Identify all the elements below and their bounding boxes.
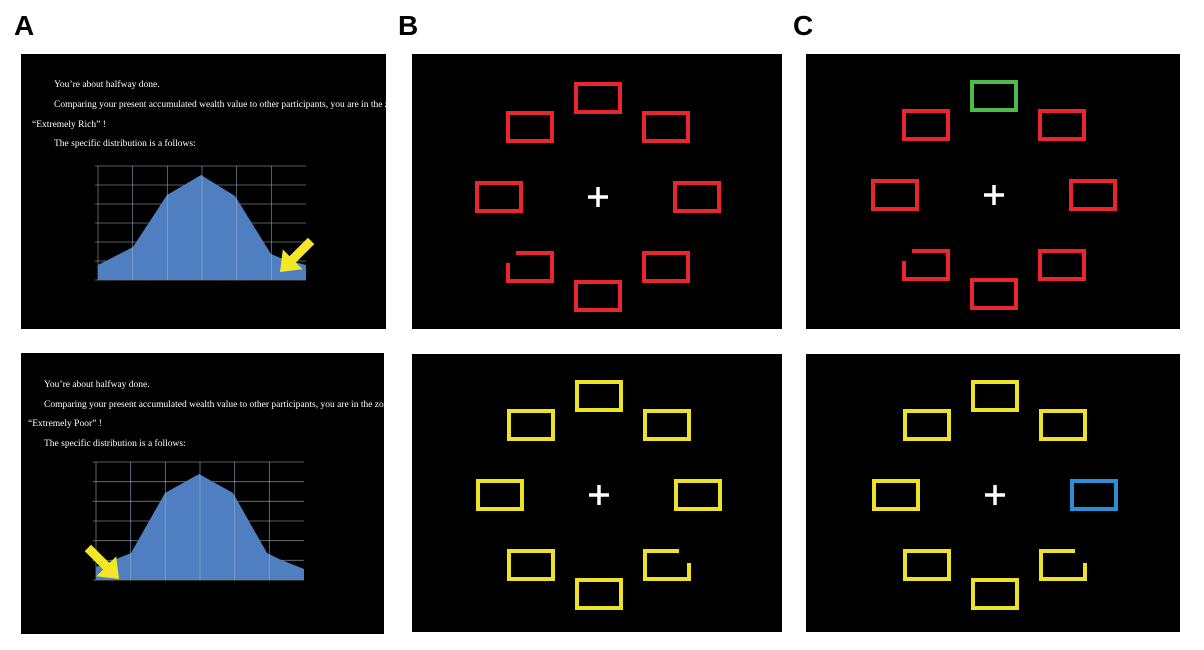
distribution-plot (95, 165, 315, 281)
panel-label-c: C (793, 10, 814, 41)
search-item-upper-left (507, 409, 555, 441)
search-item-lower-right-gapped (1039, 549, 1087, 581)
search-item-lower-right (1038, 249, 1086, 281)
feedback-line-zone: “Extremely Rich” ! (32, 120, 106, 130)
search-array (476, 380, 722, 610)
pointer-arrow-icon (280, 237, 315, 272)
panel-label-b: B (398, 10, 419, 41)
search-item-lower-left-gapped (902, 249, 950, 281)
search-item-lower-right (642, 251, 690, 283)
search-item-upper-left (902, 109, 950, 141)
search-item-right (673, 181, 721, 213)
search-item-bottom (574, 280, 622, 312)
search-array (871, 80, 1117, 310)
search-item-bottom (970, 278, 1018, 310)
search-item-right (674, 479, 722, 511)
distribution-plot (84, 461, 304, 581)
search-item-right (1069, 179, 1117, 211)
search-item-top (575, 380, 623, 412)
search-item-lower-left (903, 549, 951, 581)
search-item-upper-left (506, 111, 554, 143)
search-item-top (574, 82, 622, 114)
feedback-line-progress: You’re about halfway done. (54, 80, 160, 90)
feedback-line-comparison: Comparing your present accumulated wealt… (44, 400, 384, 410)
search-item-upper-right (1038, 109, 1086, 141)
search-item-upper-right (1039, 409, 1087, 441)
search-item-lower-left-gapped (506, 251, 554, 283)
search-item-left (871, 179, 919, 211)
search-item-upper-right (643, 409, 691, 441)
feedback-screen-extremely-poor: You’re about halfway done. Comparing you… (21, 353, 384, 634)
search-item-bottom (971, 578, 1019, 610)
search-display-b-yellow (412, 354, 782, 632)
search-item-lower-right-gapped (643, 549, 691, 581)
panel-label-a: A (14, 10, 35, 41)
search-item-left (872, 479, 920, 511)
search-array (872, 380, 1118, 610)
search-display-b-red (412, 54, 782, 329)
singleton-item-right (1070, 479, 1118, 511)
feedback-line-zone: “Extremely Poor” ! (28, 419, 102, 429)
search-item-upper-left (903, 409, 951, 441)
search-array (475, 82, 721, 312)
search-item-lower-left (507, 549, 555, 581)
search-item-bottom (575, 578, 623, 610)
search-item-left (476, 479, 524, 511)
feedback-screen-extremely-rich: You’re about halfway done. Comparing you… (21, 54, 386, 329)
search-display-c-yellow-blue-singleton (806, 354, 1180, 632)
search-display-c-red-green-singleton (806, 54, 1180, 329)
search-item-top (971, 380, 1019, 412)
feedback-line-progress: You’re about halfway done. (44, 380, 150, 390)
search-item-left (475, 181, 523, 213)
pointer-arrow-icon (84, 544, 119, 579)
feedback-line-distribution: The specific distribution is a follows: (44, 439, 186, 449)
singleton-item-top (970, 80, 1018, 112)
search-item-upper-right (642, 111, 690, 143)
feedback-line-distribution: The specific distribution is a follows: (54, 139, 196, 149)
feedback-line-comparison: Comparing your present accumulated wealt… (54, 100, 386, 110)
